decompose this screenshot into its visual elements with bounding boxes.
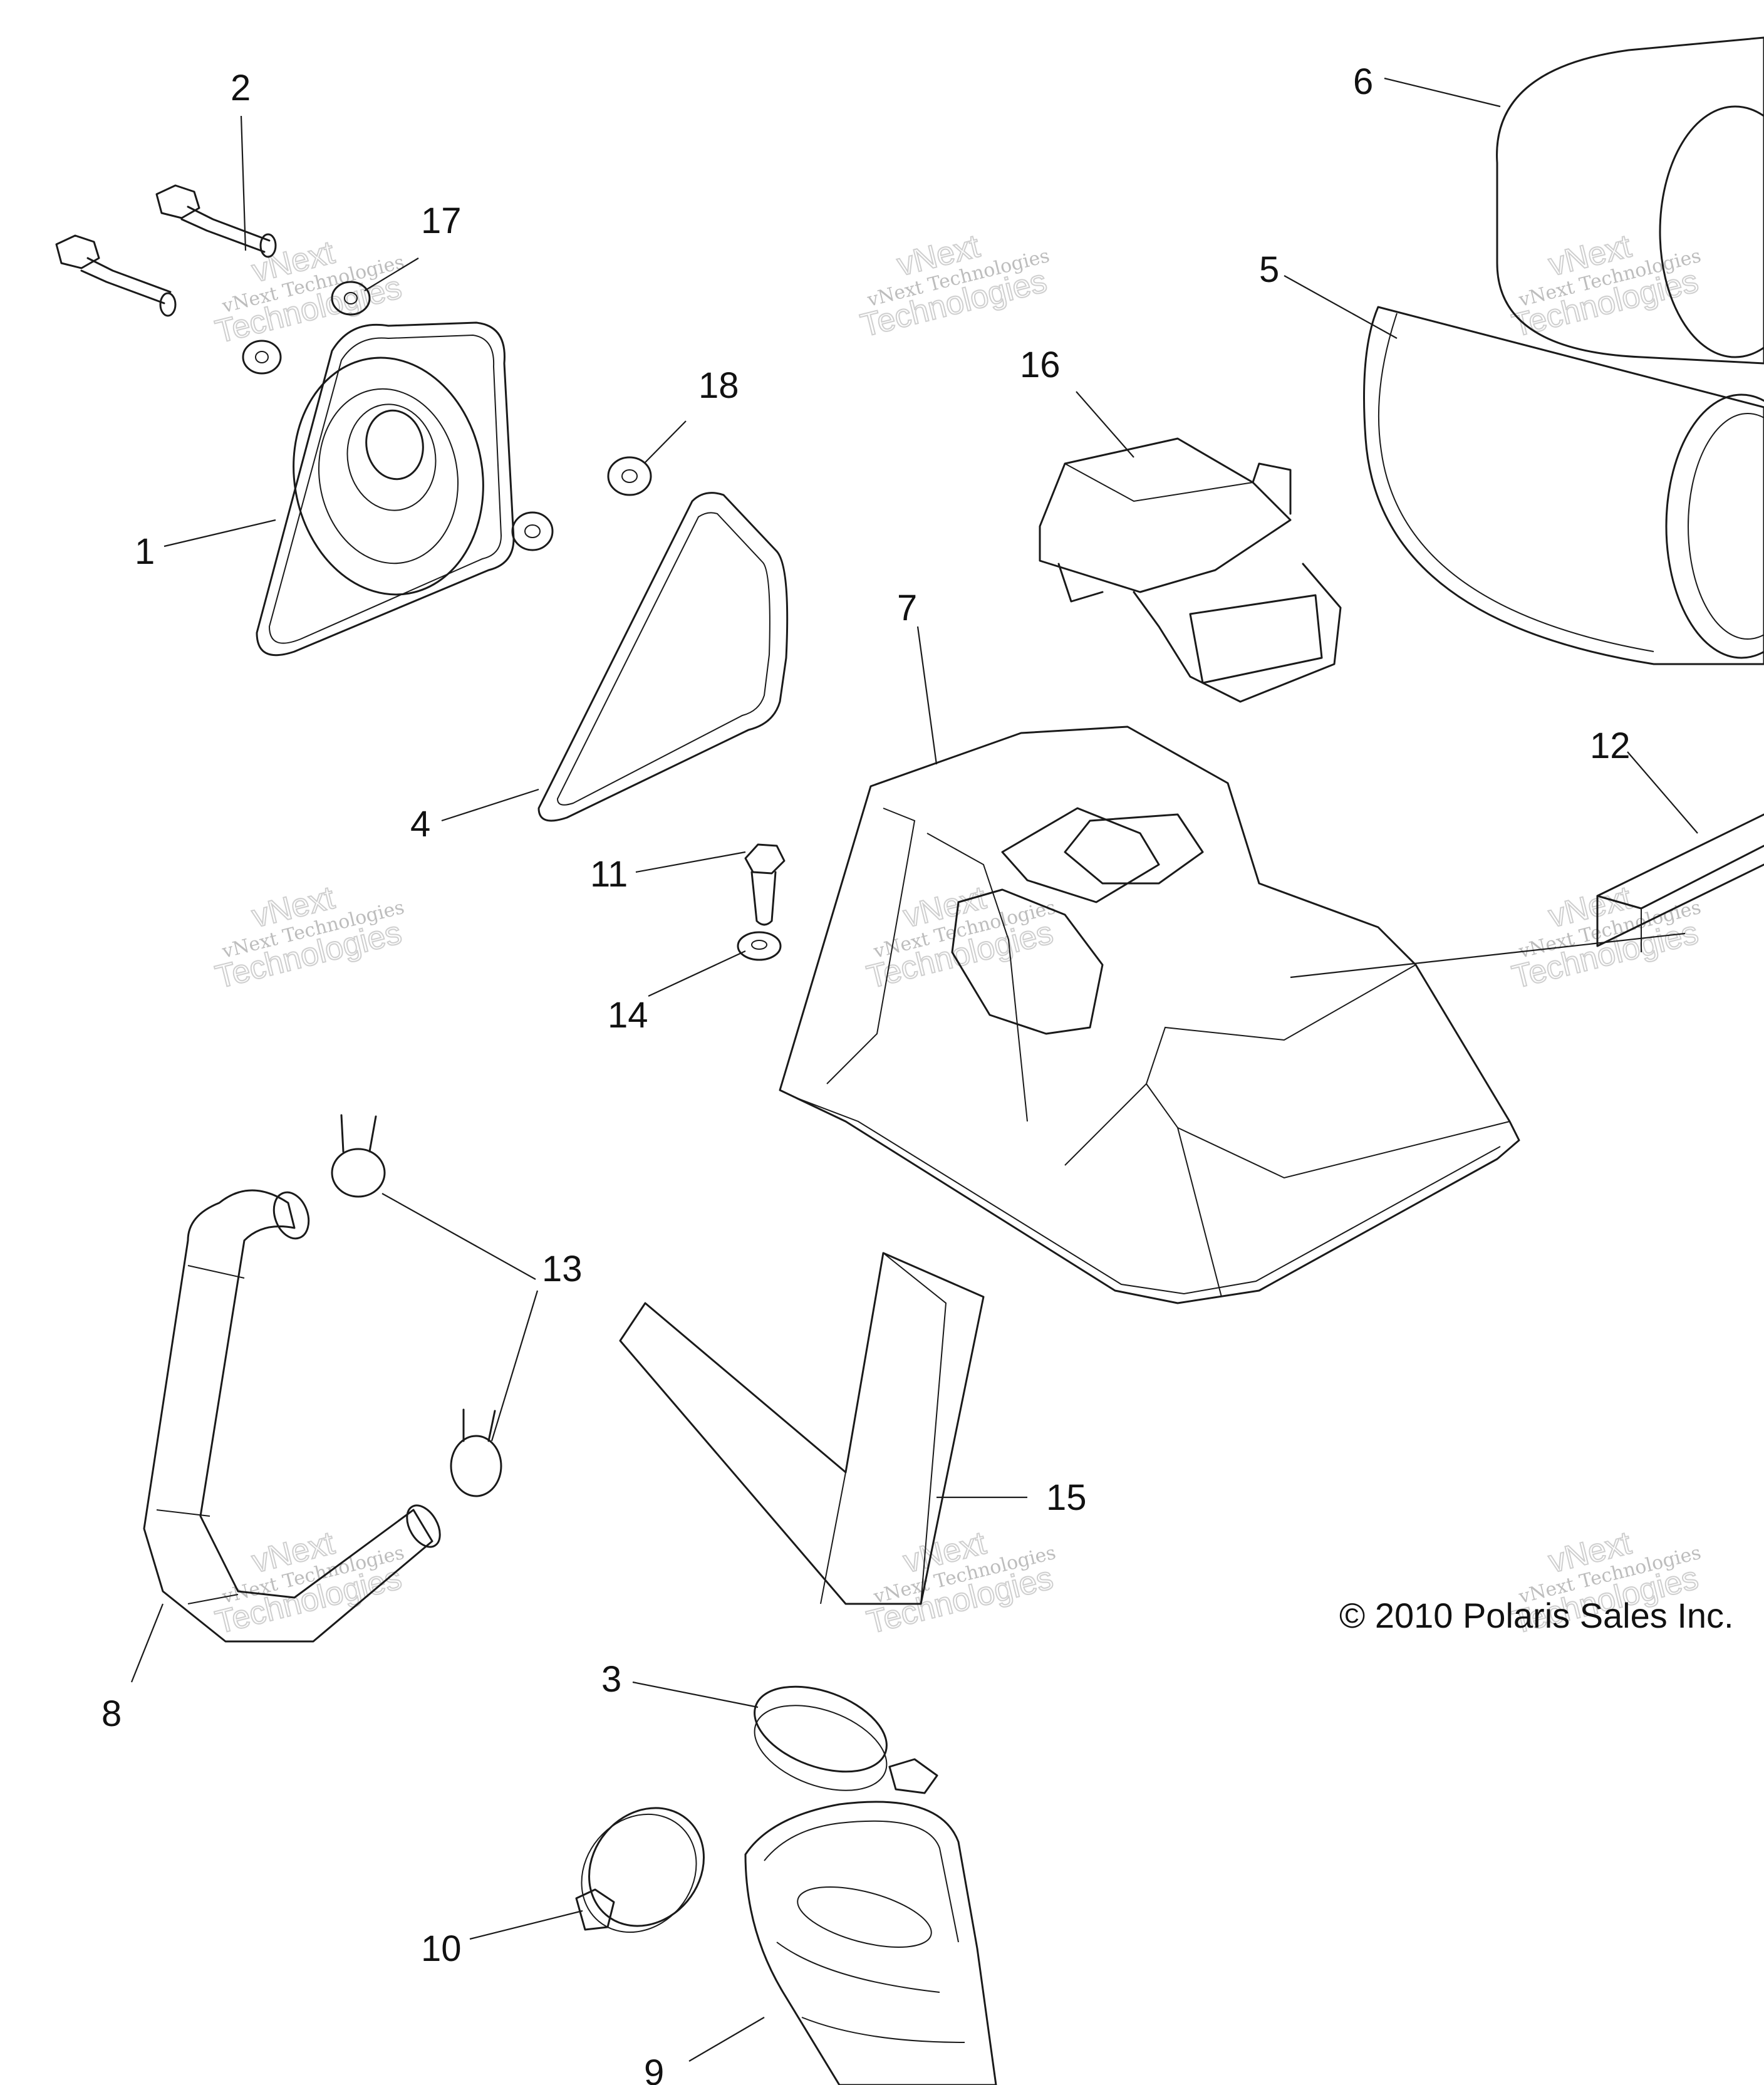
part-cover-plate — [256, 321, 515, 657]
part-washer-14 — [737, 931, 782, 961]
part-airbox — [779, 725, 1520, 1304]
part-foam-v — [619, 1252, 985, 1605]
watermark-mid-left: vNext vNext Technologies Technologies — [211, 879, 407, 997]
callout-11: 11 — [590, 854, 628, 895]
callout-3: 3 — [601, 1659, 621, 1700]
part-rubber-boot — [744, 1801, 997, 2085]
callouts: 2 17 1 18 4 6 5 16 7 12 11 14 13 15 8 3 … — [101, 61, 1631, 2085]
callout-4: 4 — [410, 804, 430, 845]
callout-10: 10 — [421, 1928, 462, 1969]
callout-2: 2 — [231, 68, 251, 108]
part-washers-17 — [242, 281, 371, 375]
part-inner-filter — [1363, 306, 1764, 665]
watermark-top-center: vNext vNext Technologies Technologies — [856, 227, 1052, 345]
watermark-bottom-center: vNext vNext Technologies Technologies — [863, 1524, 1058, 1642]
watermark-mid-right: vNext vNext Technologies Technologies — [1508, 879, 1703, 997]
callout-7: 7 — [897, 588, 917, 628]
part-outer-filter — [1496, 36, 1764, 365]
part-foam-strip — [1596, 813, 1764, 952]
watermark-top-right: vNext vNext Technologies Technologies — [1508, 227, 1703, 345]
leader-lines — [130, 77, 1698, 2062]
callout-18: 18 — [698, 365, 739, 406]
callout-16: 16 — [1020, 345, 1061, 385]
part-gasket — [537, 492, 789, 822]
callout-17: 17 — [421, 200, 462, 241]
callout-12: 12 — [1590, 725, 1631, 766]
part-intake-duct — [1039, 437, 1342, 703]
part-hose — [143, 1189, 441, 1643]
part-washers-18 — [511, 456, 652, 551]
callout-15: 15 — [1046, 1477, 1087, 1518]
callout-8: 8 — [101, 1693, 122, 1734]
callout-13: 13 — [542, 1249, 583, 1289]
callout-6: 6 — [1353, 61, 1373, 102]
copyright-notice: © 2010 Polaris Sales Inc. — [1339, 1596, 1734, 1635]
watermark-bottom-left: vNext vNext Technologies Technologies — [211, 1524, 407, 1642]
part-hose-clamp-3 — [754, 1685, 938, 1794]
callout-1: 1 — [135, 531, 155, 572]
part-spring-clamps — [331, 1114, 502, 1497]
watermark-mid-center: vNext vNext Technologies Technologies — [863, 879, 1058, 997]
watermark-top-left: vNext vNext Technologies Technologies — [211, 234, 407, 351]
callout-9: 9 — [644, 2052, 664, 2085]
callout-5: 5 — [1259, 249, 1279, 290]
callout-14: 14 — [608, 995, 648, 1036]
part-hose-clamp-10 — [575, 1807, 705, 1933]
part-bolt — [744, 843, 786, 926]
